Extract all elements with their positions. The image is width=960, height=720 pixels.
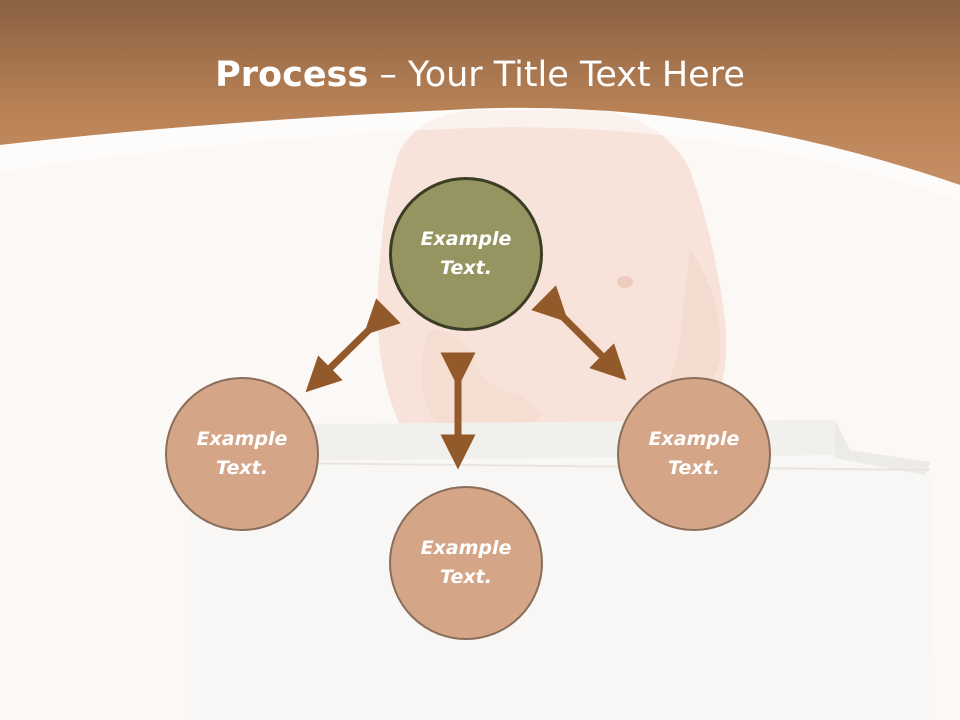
- slide-title: Process – Your Title Text Here: [0, 50, 960, 100]
- header-swoosh: [0, 107, 960, 200]
- process-node-right[interactable]: Example Text.: [617, 377, 771, 531]
- title-rest-text: – Your Title Text Here: [368, 55, 745, 95]
- node-top-label: Example Text.: [420, 228, 512, 279]
- node-left-label: Example Text.: [196, 428, 288, 479]
- node-right-label: Example Text.: [648, 428, 740, 479]
- process-node-left[interactable]: Example Text.: [165, 377, 319, 531]
- node-bottom-label: Example Text.: [420, 537, 512, 588]
- process-node-bottom[interactable]: Example Text.: [389, 486, 543, 640]
- header-band: [0, 0, 960, 185]
- process-node-top[interactable]: Example Text.: [389, 177, 543, 331]
- title-bold-text: Process: [215, 55, 369, 95]
